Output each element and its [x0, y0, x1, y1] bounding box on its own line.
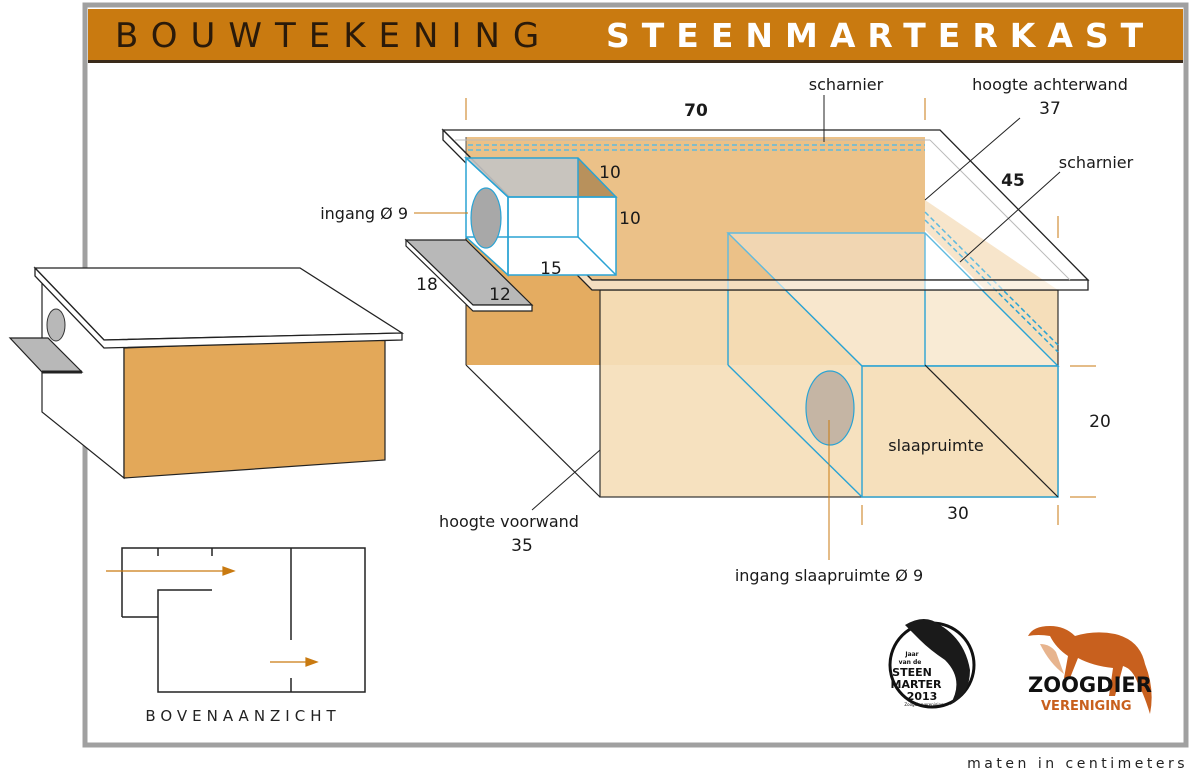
box-lid-edge — [34, 266, 403, 349]
badge-text-org: Zoogdiervereniging — [904, 702, 944, 707]
top-view-label: BOVENAANZICHT — [145, 707, 340, 725]
lid-inner-line-right — [929, 139, 1071, 281]
dim-entrance-height: 10 — [619, 209, 641, 229]
sleeping-compartment — [726, 232, 1060, 498]
title-bouwtekening: BOUWTEKENING — [115, 16, 552, 56]
badge-text-vande: van de — [899, 659, 922, 666]
box-front-face — [123, 337, 386, 479]
badge-text-marter: MARTER — [891, 678, 942, 691]
badge-text-steen: STEEN — [892, 666, 932, 679]
badge-text-jaar: Jaar — [904, 651, 918, 658]
org-name-line1: ZOOGDIER — [1028, 673, 1152, 697]
top-view — [121, 547, 366, 693]
top-view-arrows — [106, 566, 319, 667]
units-note: maten in centimeters — [967, 756, 1188, 772]
bottom-left-edge — [465, 364, 601, 498]
dimension-ticks — [414, 98, 1096, 560]
otter-icon — [1028, 626, 1152, 714]
label-front-height: hoogte voorwand — [439, 512, 579, 531]
dim-entrance-depth: 10 — [599, 163, 621, 183]
org-name-line2: VERENIGING — [1041, 699, 1132, 714]
header-underline — [88, 60, 1183, 63]
dim-perch-length: 18 — [416, 275, 438, 295]
label-hinge-right: scharnier — [1059, 153, 1134, 172]
dim-front-height: 35 — [511, 536, 533, 556]
box-perspective-view — [8, 266, 405, 480]
entrance-hole — [470, 187, 502, 249]
sleeping-entrance-hole — [805, 370, 855, 446]
main-drawing — [404, 95, 1096, 560]
perch-edge — [405, 238, 533, 312]
dim-perch-width: 12 — [489, 285, 511, 305]
title-steenmarterkast: STEENMARTERKAST — [606, 16, 1155, 55]
label-sleeping-entrance: ingang slaapruimte Ø 9 — [735, 566, 923, 585]
dim-depth: 45 — [1001, 171, 1025, 191]
hinge-right-dashes — [924, 211, 1059, 346]
leader-lines — [531, 95, 1061, 511]
dim-back-height: 37 — [1039, 99, 1061, 119]
sleeping-diagonal — [924, 364, 1059, 498]
badge-text-year: 2013 — [907, 690, 938, 703]
lid-edge — [442, 128, 1089, 291]
dim-width: 70 — [684, 101, 708, 121]
label-entrance: ingang Ø 9 — [320, 204, 408, 223]
label-sleeping: slaapruimte — [888, 436, 983, 455]
header-bar — [88, 9, 1183, 60]
dim-entrance-length: 15 — [540, 259, 562, 279]
box-entrance-hole — [46, 308, 66, 342]
dim-sleeping-height: 20 — [1089, 412, 1111, 432]
label-hinge-top: scharnier — [809, 75, 884, 94]
entrance-box — [464, 156, 618, 277]
zoogdiervereniging-logo: ZOOGDIER VERENIGING — [1028, 626, 1152, 714]
hinge-right-dashes-2 — [924, 219, 1059, 353]
dim-sleeping-width: 30 — [947, 504, 969, 524]
label-back-height: hoogte achterwand — [972, 75, 1128, 94]
steenmarter-2013-logo: Jaar van de STEEN MARTER 2013 Zoogdierve… — [888, 619, 976, 709]
